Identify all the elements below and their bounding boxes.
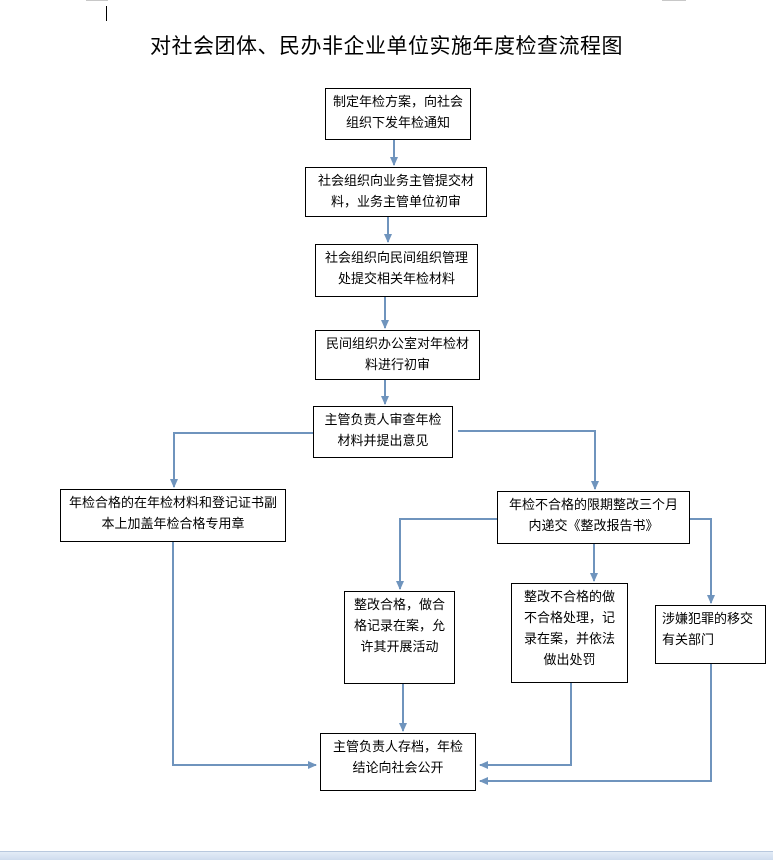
step-rectify-passed-text: 整改合格，做合格记录在案，允许其开展活动 <box>353 598 445 655</box>
step-submit-to-supervisor-text: 社会组织向业务主管提交材料，业务主管单位初审 <box>317 174 474 210</box>
arrow-n7-n8 <box>396 518 497 590</box>
step-qualified-stamp: 年检合格的在年检材料和登记证书副本上加盖年检合格专用章 <box>60 489 286 542</box>
step-unqualified-rectify-text: 年检不合格的限期整改三个月内递交《整改报告书》 <box>508 498 678 534</box>
arrow-n5-n7 <box>458 430 599 490</box>
step-office-review-text: 民间组织办公室对年检材料进行初审 <box>325 337 469 373</box>
step-director-review-text: 主管负责人审查年检材料并提出意见 <box>324 413 442 449</box>
step-office-review: 民间组织办公室对年检材料进行初审 <box>315 330 480 380</box>
text-cursor <box>106 6 107 21</box>
status-bar <box>0 851 773 860</box>
arrow-n6-n11 <box>172 542 317 769</box>
step-transfer-crime-text: 涉嫌犯罪的移交有关部门 <box>662 612 754 648</box>
step-submit-to-management-text: 社会组织向民间组织管理处提交相关年检材料 <box>324 251 468 287</box>
page-margin-mark-right <box>662 0 686 5</box>
arrow-n10-n11 <box>479 664 712 785</box>
arrow-n5-n6 <box>170 432 313 488</box>
step-submit-to-supervisor: 社会组织向业务主管提交材料，业务主管单位初审 <box>305 167 487 217</box>
arrow-n7-n10 <box>690 518 715 604</box>
step-rectify-passed: 整改合格，做合格记录在案，允许其开展活动 <box>344 591 455 684</box>
step-qualified-stamp-text: 年检合格的在年检材料和登记证书副本上加盖年检合格专用章 <box>68 496 277 532</box>
step-issue-notice-text: 制定年检方案，向社会组织下发年检通知 <box>332 95 463 131</box>
step-transfer-crime: 涉嫌犯罪的移交有关部门 <box>655 605 766 664</box>
arrow-n9-n11 <box>479 683 572 769</box>
step-archive-publish: 主管负责人存档，年检结论向社会公开 <box>320 733 476 791</box>
step-issue-notice: 制定年检方案，向社会组织下发年检通知 <box>325 88 471 140</box>
step-rectify-failed: 整改不合格的做不合格处理，记录在案，并依法做出处罚 <box>511 583 628 683</box>
step-submit-to-management: 社会组织向民间组织管理处提交相关年检材料 <box>315 244 478 297</box>
step-director-review: 主管负责人审查年检材料并提出意见 <box>313 406 453 458</box>
step-rectify-failed-text: 整改不合格的做不合格处理，记录在案，并依法做出处罚 <box>523 590 615 668</box>
page-title: 对社会团体、民办非企业单位实施年度检查流程图 <box>150 34 623 58</box>
step-unqualified-rectify: 年检不合格的限期整改三个月内递交《整改报告书》 <box>497 491 690 544</box>
step-archive-publish-text: 主管负责人存档，年检结论向社会公开 <box>332 740 463 776</box>
page-margin-mark-left <box>86 0 108 5</box>
